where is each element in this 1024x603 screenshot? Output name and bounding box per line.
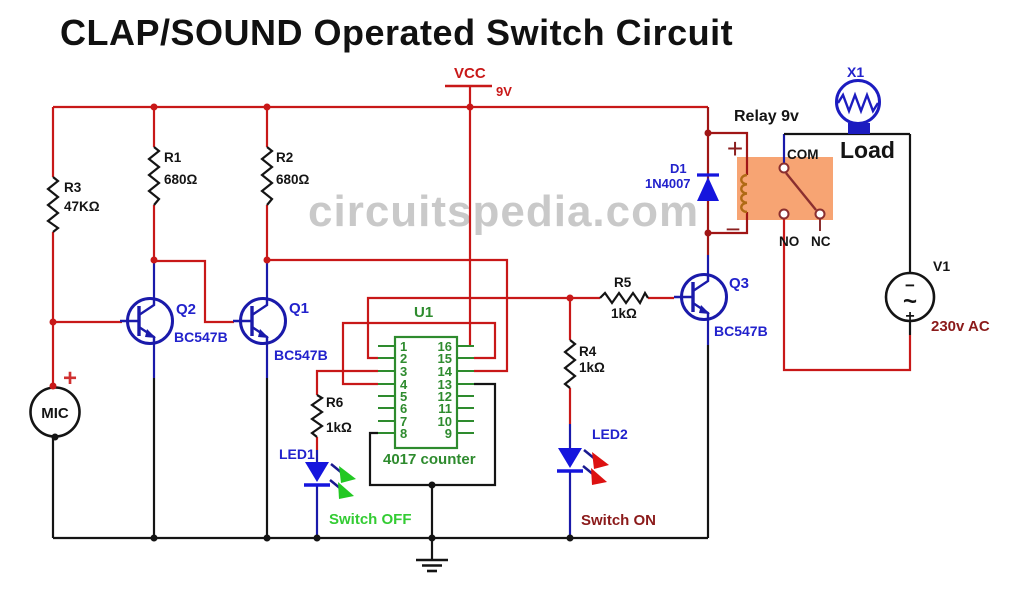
resistor-r3-shape: [46, 176, 60, 233]
led1-caption: Switch OFF: [329, 511, 412, 528]
q2-ref: Q2: [176, 301, 196, 318]
page-title: CLAP/SOUND Operated Switch Circuit: [60, 12, 733, 53]
ic-u1: 1 2 3 4 5 6 7 8 16 15 14 13 12 11 10 9: [378, 335, 474, 450]
led1-arrow: [338, 482, 354, 499]
source-v1: − ~ +: [884, 271, 936, 325]
ic-pin: 8: [400, 426, 407, 441]
relay-switch-arm: [785, 172, 817, 211]
relay-nc-contact: [814, 208, 826, 220]
load-label: Load: [840, 137, 895, 163]
r5-value: 1kΩ: [611, 306, 637, 321]
junction-dots-red: [49, 103, 712, 390]
led2-ref: LED2: [592, 426, 628, 442]
q3-ref: Q3: [729, 275, 749, 292]
d1-part: 1N4007: [645, 176, 691, 191]
relay-label: Relay 9v: [734, 108, 799, 125]
relay-no-label: NO: [779, 234, 799, 249]
ic-pin: 14: [438, 364, 453, 379]
mic: MIC +: [29, 365, 81, 438]
led2: [557, 448, 609, 485]
r3-value: 47KΩ: [64, 199, 100, 214]
relay-nc-label: NC: [811, 234, 831, 249]
resistor-r1-shape: [147, 146, 161, 206]
ic-pin: 15: [438, 351, 452, 366]
ic-pin: 2: [400, 351, 407, 366]
ic-pin: 16: [438, 339, 452, 354]
led2-arrow: [592, 452, 609, 469]
v1-value: 230v AC: [931, 318, 990, 335]
ic-pin: 3: [400, 364, 407, 379]
resistor-r6-shape: [310, 394, 325, 438]
resistor-r2-shape: [260, 146, 274, 206]
v1-ref: V1: [933, 258, 950, 274]
resistor-shapes: [46, 146, 649, 438]
transistor-q1: [233, 297, 287, 345]
v1-plus: +: [905, 308, 914, 325]
r3-ref: R3: [64, 180, 82, 195]
relay-minus: −: [725, 214, 740, 244]
r1-value: 680Ω: [164, 172, 198, 187]
q1-ref: Q1: [289, 300, 309, 317]
ground-symbol: [416, 558, 448, 573]
q1-part: BC547B: [274, 347, 328, 363]
u1-name: 4017 counter: [383, 451, 476, 468]
red-wires: [51, 86, 912, 450]
watermark: circuitspedia.com: [308, 187, 699, 236]
ic-pin: 13: [438, 377, 452, 392]
u1-ref: U1: [414, 304, 433, 321]
transistor-q3: [674, 273, 728, 321]
r6-value: 1kΩ: [326, 420, 352, 435]
v1-minus: −: [905, 276, 915, 295]
mic-label: MIC: [41, 405, 69, 422]
r2-value: 680Ω: [276, 172, 310, 187]
relay-plus: +: [727, 133, 743, 164]
ic-pin: 7: [400, 414, 407, 429]
transistor-q2: [120, 297, 174, 345]
ic-pin: 1: [400, 339, 407, 354]
relay-com-contact: [778, 162, 790, 174]
junction-dots-black: [51, 433, 574, 542]
black-wires: [51, 132, 912, 560]
mic-plus: +: [63, 365, 77, 392]
q3-part: BC547B: [714, 323, 768, 339]
ic-pin: 12: [438, 389, 452, 404]
led1-ref: LED1: [279, 446, 315, 462]
resistor-r4-shape: [563, 339, 577, 389]
led2-caption: Switch ON: [581, 512, 656, 529]
ic-pin: 10: [438, 414, 452, 429]
r4-ref: R4: [579, 344, 597, 359]
ic-pin: 4: [400, 377, 408, 392]
ic-pin: 5: [400, 389, 407, 404]
blue-wires: [152, 134, 786, 538]
v1-wave: ~: [903, 288, 917, 315]
diode-d1: [697, 173, 719, 201]
r4-value: 1kΩ: [579, 360, 605, 375]
resistor-r5-shape: [599, 290, 649, 306]
r6-ref: R6: [326, 395, 344, 410]
relay-coil: [740, 173, 748, 214]
vcc-voltage: 9V: [496, 84, 512, 99]
d1-ref: D1: [670, 161, 687, 176]
r5-ref: R5: [614, 275, 632, 290]
ic-pin: 11: [438, 401, 452, 416]
led1: [304, 462, 356, 499]
relay-contacts: [778, 162, 826, 220]
q2-part: BC547B: [174, 329, 228, 345]
led1-arrow: [339, 466, 356, 483]
relay-com-label: COM: [787, 147, 819, 162]
r1-ref: R1: [164, 150, 182, 165]
ic-pin: 9: [445, 426, 452, 441]
lamp-x1: [835, 79, 881, 134]
relay-no-contact: [778, 208, 790, 220]
ic-pin: 6: [400, 401, 407, 416]
r2-ref: R2: [276, 150, 293, 165]
vcc-label: VCC: [454, 65, 486, 82]
x1-ref: X1: [847, 64, 864, 80]
led2-arrow: [591, 468, 607, 485]
